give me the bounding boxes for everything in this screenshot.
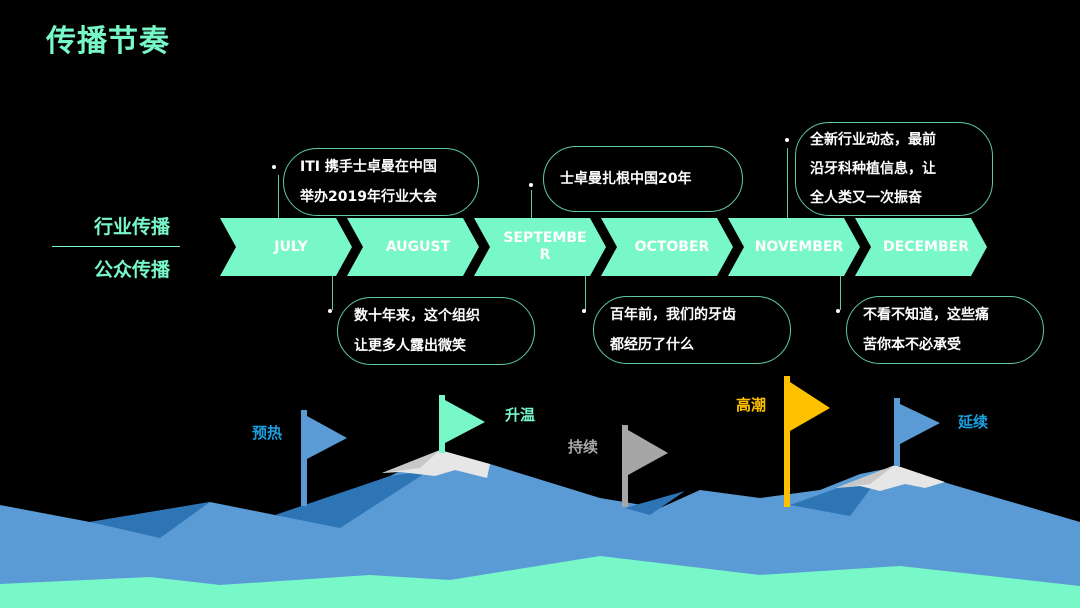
flag-icon-warmup bbox=[439, 395, 485, 453]
bullet-dot bbox=[582, 309, 586, 313]
divider bbox=[52, 246, 180, 247]
month-september: SEPTEMBER bbox=[474, 218, 606, 276]
month-august: AUGUST bbox=[347, 218, 479, 276]
chevron-shape bbox=[728, 218, 860, 276]
phase-label-preheat: 预热 bbox=[252, 424, 283, 442]
month-october: OCTOBER bbox=[601, 218, 733, 276]
event-bubble-october: 百年前，我们的牙齿 都经历了什么 bbox=[593, 296, 791, 364]
mountain-landscape bbox=[0, 450, 1080, 608]
bullet-dot bbox=[836, 309, 840, 313]
phase-label-continue: 延续 bbox=[958, 413, 989, 431]
connector-line bbox=[531, 190, 532, 218]
phase-label-warmup: 升温 bbox=[505, 406, 536, 424]
chevron-shape bbox=[601, 218, 733, 276]
connector-line bbox=[278, 175, 279, 218]
flag-icon-sustain bbox=[622, 425, 668, 507]
chevron-shape bbox=[855, 218, 987, 276]
connector-line bbox=[585, 276, 586, 310]
flag-icon-climax bbox=[784, 376, 830, 507]
event-bubble-july: ITI 携手士卓曼在中国 举办2019年行业大会 bbox=[283, 148, 479, 216]
bullet-dot bbox=[272, 165, 276, 169]
month-july: JULY bbox=[220, 218, 352, 276]
flag-icon-continue bbox=[894, 398, 940, 466]
connector-line bbox=[332, 276, 333, 310]
page-title: 传播节奏 bbox=[46, 24, 170, 59]
industry-label: 行业传播 bbox=[94, 216, 171, 238]
flag-icon-preheat bbox=[301, 410, 347, 506]
event-bubble-december: 不看不知道，这些痛 苦你本不必承受 bbox=[846, 296, 1044, 364]
bullet-dot bbox=[785, 138, 789, 142]
chevron-shape bbox=[474, 218, 606, 276]
month-november: NOVEMBER bbox=[728, 218, 860, 276]
phase-label-sustain: 持续 bbox=[568, 438, 599, 456]
phase-label-climax: 高潮 bbox=[736, 396, 767, 414]
bullet-dot bbox=[328, 309, 332, 313]
connector-line bbox=[840, 276, 841, 310]
bullet-dot bbox=[529, 183, 533, 187]
event-bubble-september: 士卓曼扎根中国20年 bbox=[543, 146, 743, 212]
event-bubble-august: 数十年来，这个组织 让更多人露出微笑 bbox=[337, 297, 535, 365]
chevron-shape bbox=[347, 218, 479, 276]
chevron-shape bbox=[220, 218, 352, 276]
public-label: 公众传播 bbox=[94, 259, 171, 281]
month-december: DECEMBER bbox=[855, 218, 987, 276]
connector-line bbox=[787, 148, 788, 218]
event-bubble-november: 全新行业动态，最前 沿牙科种植信息，让 全人类又一次振奋 bbox=[795, 122, 993, 216]
